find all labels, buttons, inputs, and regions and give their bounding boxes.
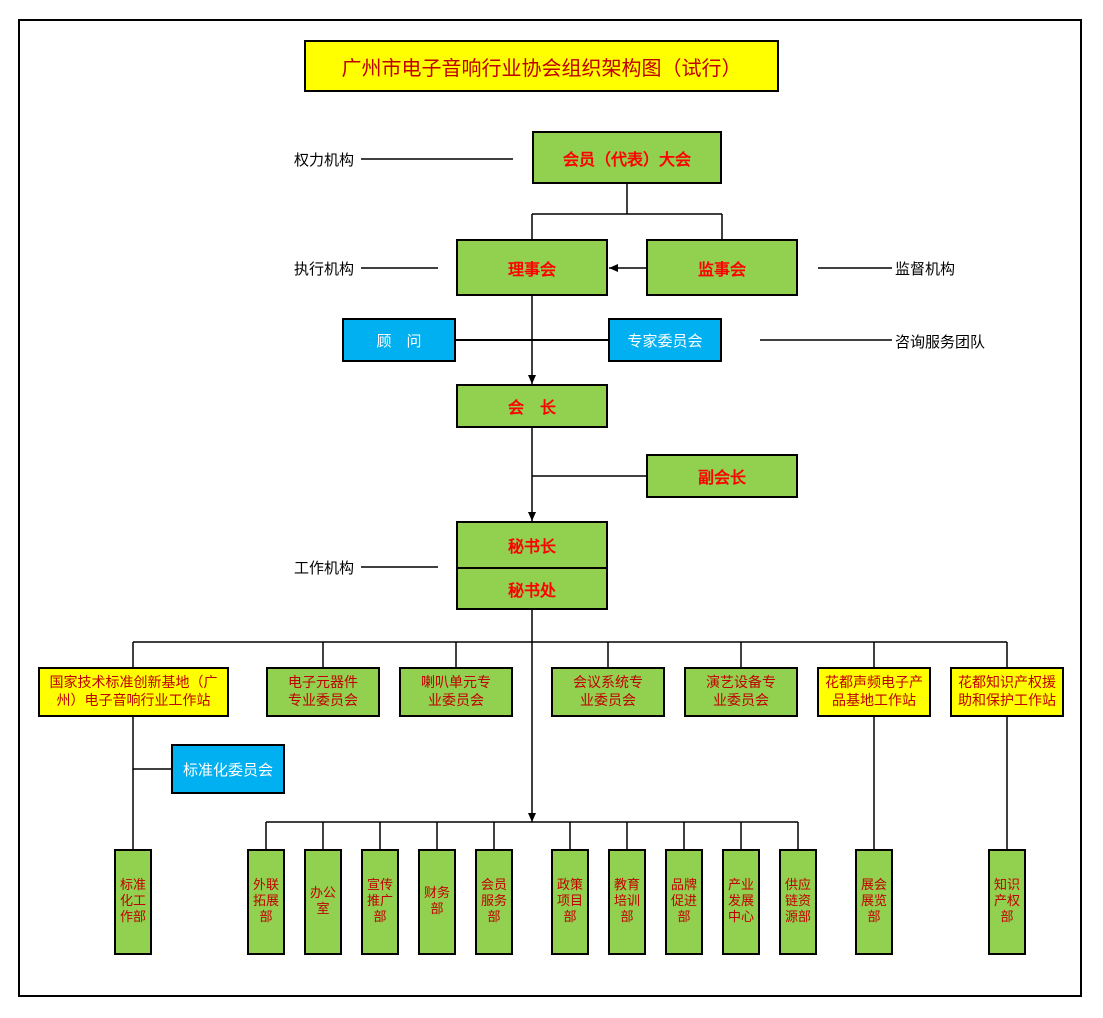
dept-industry: 产业发展中心	[722, 849, 760, 955]
label-work: 工作机构	[294, 559, 355, 577]
committee-standards-base: 国家技术标准创新基地（广州）电子音响行业工作站	[38, 667, 229, 717]
label-exec: 执行机构	[294, 260, 355, 278]
dept-office: 办公室	[304, 849, 342, 955]
dept-brand: 品牌促进部	[665, 849, 703, 955]
dept-education: 教育培训部	[608, 849, 646, 955]
dept-finance: 财务部	[418, 849, 456, 955]
node-council: 理事会	[456, 239, 608, 296]
committee-performance: 演艺设备专业委员会	[684, 667, 798, 717]
committee-huadu-ip: 花都知识产权援助和保护工作站	[950, 667, 1064, 717]
node-experts: 专家委员会	[608, 318, 722, 362]
committee-huadu-audio: 花都声频电子产品基地工作站	[817, 667, 931, 717]
diagram-frame	[18, 19, 1082, 997]
node-vice-president: 副会长	[646, 454, 798, 498]
node-secretary-general: 秘书长	[456, 521, 608, 569]
chart-title: 广州市电子音响行业协会组织架构图（试行）	[341, 55, 742, 80]
committee-components: 电子元器件专业委员会	[266, 667, 380, 717]
chart-title-box: 广州市电子音响行业协会组织架构图（试行）	[304, 40, 779, 92]
committee-speakers: 喇叭单元专业委员会	[399, 667, 513, 717]
label-power: 权力机构	[294, 151, 355, 169]
dept-policy: 政策项目部	[551, 849, 589, 955]
dept-exhibition: 展会展览部	[855, 849, 893, 955]
node-secretariat: 秘书处	[456, 567, 608, 610]
label-advisory: 咨询服务团队	[895, 333, 986, 351]
dept-publicity: 宣传推广部	[361, 849, 399, 955]
dept-member-service: 会员服务部	[475, 849, 513, 955]
dept-standardization: 标准化工作部	[114, 849, 152, 955]
node-advisor: 顾 问	[342, 318, 456, 362]
node-president: 会 长	[456, 384, 608, 428]
dept-external: 外联拓展部	[247, 849, 285, 955]
dept-ip: 知识产权部	[988, 849, 1026, 955]
node-assembly: 会员（代表）大会	[532, 131, 722, 184]
committee-conference: 会议系统专业委员会	[551, 667, 665, 717]
node-supervisors: 监事会	[646, 239, 798, 296]
node-standardization-committee: 标准化委员会	[171, 744, 285, 794]
dept-supply-chain: 供应链资源部	[779, 849, 817, 955]
label-supervise: 监督机构	[895, 260, 956, 278]
